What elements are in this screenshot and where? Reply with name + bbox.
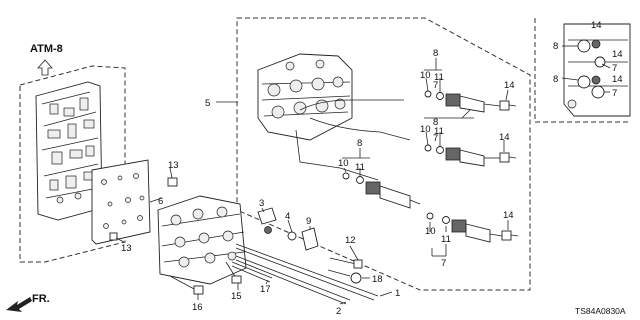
front-direction-arrow: FR.: [6, 293, 50, 312]
callout-18: 18: [372, 274, 383, 285]
bolt-16: [169, 275, 204, 295]
callout-12: 12: [345, 235, 356, 246]
bolt-15: [225, 261, 242, 284]
main-valve-body: [35, 81, 103, 221]
callout-10-lower: 10: [338, 158, 349, 169]
callout-15: 15: [231, 291, 242, 302]
solenoid-upper: [424, 90, 517, 113]
dowel-pin-upper: [167, 177, 178, 187]
callout-8-inset-lower: 8: [553, 74, 558, 85]
callout-10-middle: 10: [420, 124, 431, 135]
bolt-18: [327, 269, 362, 284]
callout-10-upper: 10: [420, 70, 431, 81]
callout-5: 5: [205, 98, 210, 109]
leader-lines: [115, 45, 611, 305]
bolt-4: [287, 231, 297, 241]
callout-7-inset-upper: 7: [612, 63, 617, 74]
callout-6: 6: [158, 196, 163, 207]
callout-1: 1: [395, 288, 400, 299]
callout-14-inset-top: 14: [591, 20, 602, 31]
main-valve-body-group-outline: [19, 65, 126, 263]
arrow-up-icon: [37, 59, 53, 76]
callout-9: 9: [306, 216, 311, 227]
secondary-valve-body: [157, 195, 247, 285]
callout-11-lower: 11: [355, 162, 365, 173]
solenoid-bottom-right: [426, 212, 519, 243]
solenoid-lower: [342, 172, 421, 209]
callout-8-middle: 8: [433, 117, 438, 128]
callout-14-inset-low: 14: [612, 74, 623, 85]
callout-8-upper: 8: [433, 48, 438, 59]
group-code-label: ATM-8: [30, 43, 63, 55]
detent-arm: [257, 207, 277, 234]
callout-14-upper: 14: [504, 80, 515, 91]
callout-14-inset-mid: 14: [612, 49, 623, 60]
solenoid-middle: [424, 144, 517, 167]
separator-plate: [91, 159, 151, 245]
callout-11-bottom: 11: [441, 234, 451, 245]
callout-7-lower: 7: [441, 258, 446, 269]
dowel-pin-lower: [109, 232, 118, 241]
callout-13-lower: 13: [121, 243, 132, 254]
callout-7-inset-lower: 7: [612, 88, 617, 99]
callout-17: 17: [260, 284, 271, 295]
callout-13-upper: 13: [168, 160, 179, 171]
callout-11-upper: 11: [434, 72, 444, 83]
callout-14-middle: 14: [499, 132, 510, 143]
inset-detail: [563, 23, 631, 117]
upper-valve-body: [257, 53, 353, 141]
callout-16: 16: [192, 302, 203, 313]
callout-7-middle: 7: [433, 133, 438, 144]
callout-7-upper: 7: [433, 80, 438, 91]
callout-8-inset-upper: 8: [553, 41, 558, 52]
bracket-9: [301, 227, 319, 251]
callout-14-lower: 14: [503, 210, 514, 221]
bolt-12: [329, 257, 363, 269]
callout-4: 4: [285, 211, 290, 222]
upper-valve-body-group-outline: [236, 17, 531, 291]
inset-outline: [534, 18, 630, 123]
callout-11-middle: 11: [434, 126, 444, 137]
drawing-code: TS84A0830A: [575, 306, 626, 316]
callout-8-lower: 8: [357, 138, 362, 149]
solenoid-wires: [295, 99, 411, 181]
callout-2: 2: [336, 306, 341, 317]
front-label: FR.: [32, 293, 50, 305]
long-bolts: [231, 243, 379, 305]
callout-10-bottom: 10: [425, 226, 436, 237]
callout-labels: 1 2 3 4 5 6 7 7 7 7 7 8 8 8 8 8 9 10 10 …: [121, 20, 623, 317]
callout-3: 3: [259, 198, 264, 209]
